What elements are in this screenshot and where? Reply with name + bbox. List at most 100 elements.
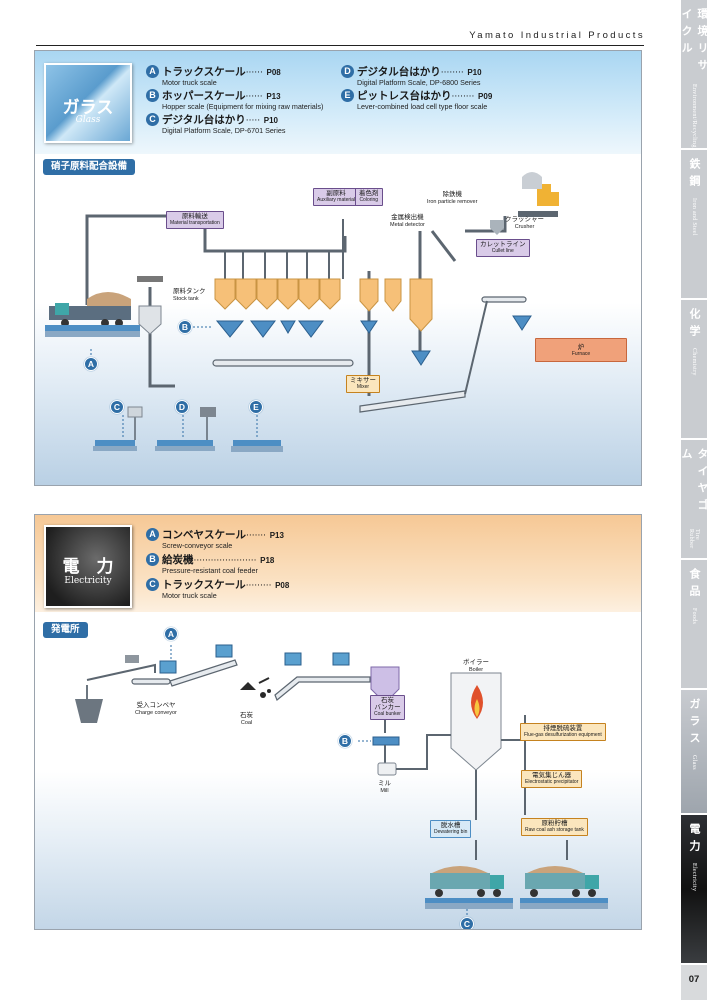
label-en: Coal bunker	[374, 711, 401, 717]
label-jp: ミキサー	[350, 376, 376, 384]
sidebar-tab-label: 化学	[688, 308, 701, 342]
product-name: コンベヤスケール	[162, 529, 246, 541]
product-page-ref: P13	[266, 92, 281, 101]
sidebar-tab-sublabel: Electricity	[691, 863, 697, 892]
label-en: Mill	[380, 788, 389, 794]
product-page-ref: P18	[260, 556, 275, 565]
label-jp: 着色剤	[359, 189, 379, 197]
product-name: 給炭機	[162, 554, 194, 566]
glass-marker-c[interactable]: C	[110, 400, 124, 414]
product-english-name: Motor truck scale	[162, 591, 217, 600]
sidebar-tab-sublabel: Iron and Steel	[691, 198, 697, 236]
label-en: Metal detector	[390, 222, 425, 228]
label-en: Coloring	[359, 197, 379, 203]
product-dots: ········	[440, 68, 464, 78]
electricity-icon-title: 電 力	[62, 557, 114, 577]
sidebar-tab-label: 環境リサイクル	[680, 8, 707, 76]
label-jp: 脱水槽	[440, 821, 461, 829]
product-dots: ·······	[246, 531, 267, 541]
product-marker: A	[146, 528, 159, 541]
power-marker-b[interactable]: B	[338, 734, 352, 748]
electricity-category-icon: 電 力 Electricity	[44, 525, 132, 608]
power-marker-a[interactable]: A	[164, 627, 178, 641]
product-english-name: Motor truck scale	[162, 78, 217, 87]
product-page-ref: P10	[263, 116, 278, 125]
label-jp: 副原料	[326, 189, 346, 197]
sidebar-tab-recycling[interactable]: 環境リサイクル Environment/Recycling	[680, 0, 707, 150]
label-jp: 金属検出機	[391, 213, 424, 221]
power-plant-diagram	[75, 644, 608, 919]
header-rule	[36, 45, 644, 46]
label-en: Iron particle remover	[427, 199, 478, 205]
glass-category-icon: ガラス Glass	[44, 63, 132, 143]
page-number: 07	[688, 974, 700, 985]
glass-marker-d[interactable]: D	[175, 400, 189, 414]
glass-marker-e[interactable]: E	[249, 400, 263, 414]
label-en: Dewatering bin	[434, 829, 468, 835]
glass-panel: ガラス Glass A トラックスケール······ P08 Motor tru…	[34, 50, 642, 486]
label-jp: カレットライン	[480, 240, 526, 248]
glass-section-title: 硝子原料配合設備	[43, 159, 136, 175]
sidebar-tab-sublabel: Glass	[691, 755, 697, 770]
glass-truck-illustration	[45, 292, 140, 337]
product-dots: ·····	[245, 116, 261, 126]
product-marker: C	[146, 578, 159, 591]
label-jp: 除鉄機	[442, 190, 462, 198]
glass-process-diagram	[45, 172, 559, 452]
brand-header: Yamato Industrial Products	[469, 30, 645, 41]
power-marker-c[interactable]: C	[460, 917, 474, 929]
label-jp: クラッシャー	[505, 215, 544, 223]
product-dots: ······	[245, 68, 263, 78]
label-jp: ミル	[378, 779, 391, 787]
sidebar-tab-label: ガラス	[688, 698, 701, 749]
sidebar-tab-sublabel: Tire Rubber	[688, 529, 700, 549]
label-jp: 炉	[577, 343, 585, 351]
label-en: Furnace	[571, 351, 591, 357]
label-en: Boiler	[468, 667, 484, 673]
sidebar-tab-chemistry[interactable]: 化学 Chemistry	[681, 300, 707, 440]
product-marker: D	[341, 65, 354, 78]
product-name: トラックスケール	[162, 579, 246, 591]
product-page-ref: P08	[275, 581, 290, 590]
label-jp: 石炭 バンカー	[374, 696, 401, 711]
product-marker: B	[146, 553, 159, 566]
sidebar-tab-sublabel: Chemistry	[691, 348, 697, 376]
product-marker: A	[146, 65, 159, 78]
sidebar-tab-foods[interactable]: 食品 Foods	[681, 560, 707, 690]
sidebar-tab-electricity[interactable]: 電力 Electricity	[681, 815, 707, 965]
label-jp: 原料輸送	[181, 212, 208, 220]
product-name: トラックスケール	[162, 66, 246, 78]
label-en: Cullet line	[491, 248, 514, 254]
label-en: Crusher	[514, 224, 535, 230]
glass-icon-title: ガラス	[62, 98, 114, 118]
label-jp: 石炭	[240, 711, 253, 719]
product-english-name: Hopper scale (Equipment for mixing raw m…	[162, 102, 324, 111]
label-jp: 排煙脱硫装置	[543, 724, 583, 732]
glass-marker-a[interactable]: A	[84, 357, 98, 371]
label-jp: ボイラー	[463, 658, 489, 666]
sidebar-tab-glass[interactable]: ガラス Glass	[681, 690, 707, 815]
product-dots: ······················	[193, 556, 257, 566]
sidebar-tab-tire-rubber[interactable]: タイヤゴム Tire Rubber	[680, 440, 707, 560]
sidebar-tab-iron-steel[interactable]: 鉄鋼 Iron and Steel	[681, 150, 707, 300]
glass-marker-b[interactable]: B	[178, 320, 192, 334]
label-en: Mixer	[356, 384, 370, 390]
product-name: ホッパースケール	[162, 90, 246, 102]
product-name: ピットレス台はかり	[357, 90, 452, 102]
